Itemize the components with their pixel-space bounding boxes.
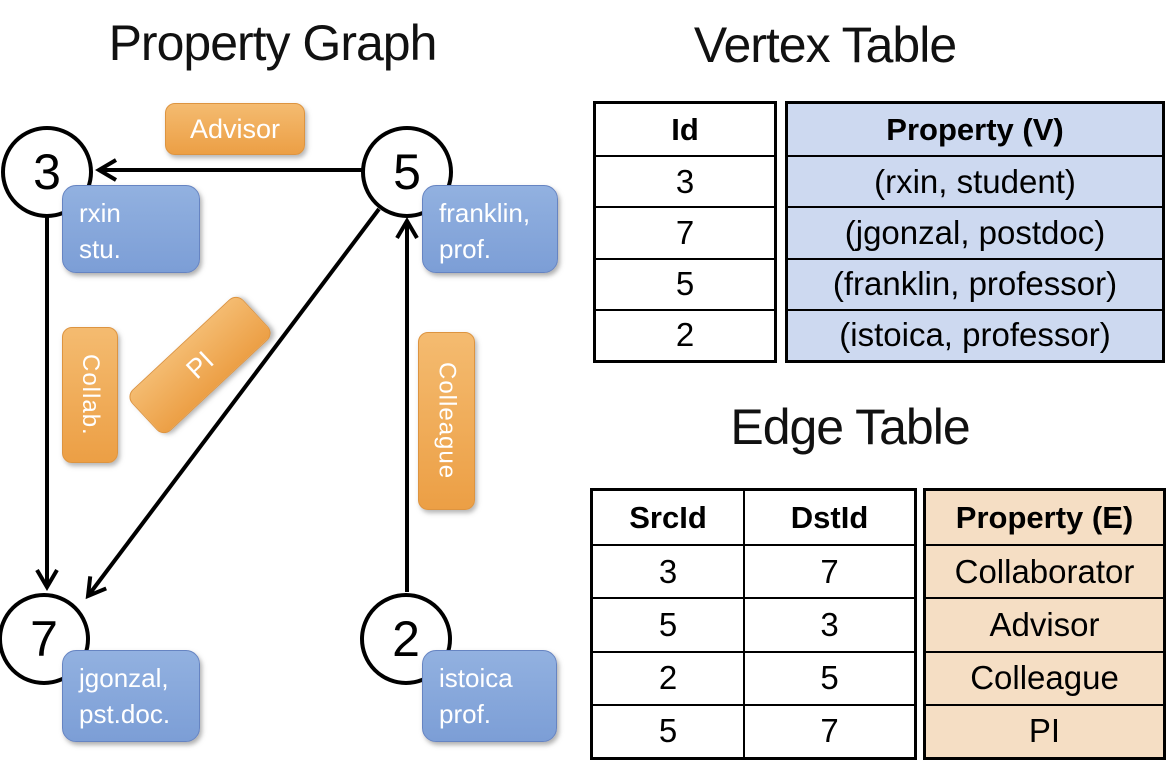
edge-label-text: Advisor [189,113,281,144]
node-id: 5 [393,144,421,200]
vertex-table-cell: 2 [596,308,774,360]
vertex-label-jgonzal: jgonzal, pst.doc. [62,650,200,742]
edge-table-id-columns: SrcId DstId 3 7 5 3 2 5 5 7 [590,488,917,760]
edge-table-header-srcid: SrcId [629,499,707,535]
node-id: 3 [33,144,61,200]
vertex-label-line: istoica [439,663,513,693]
vertex-label-rxin: rxin stu. [62,185,200,273]
graph-node-2: 2 [360,593,452,685]
edge-table-cell: 2 [593,650,743,704]
node-id: 2 [392,611,420,667]
edge-label-collab: Collab. [62,327,118,463]
graph-node-5: 5 [361,126,453,218]
edge-table-title: Edge Table [730,399,970,455]
edge-table-cell: 7 [743,544,914,598]
edge-label-text: Collab. [77,354,104,436]
edge-table-cell: 5 [593,703,743,757]
vertex-label-line: jgonzal, [79,663,169,693]
vertex-label-line: prof. [439,699,492,729]
edge-table-header-dstid: DstId [743,491,914,545]
edge-label-text: PI [180,344,220,385]
vertex-label-line: pst.doc. [79,699,171,729]
vertex-label-franklin: franklin, prof. [422,185,558,273]
edge-table-property-column: Property (E) Collaborator Advisor Collea… [923,488,1166,760]
vertex-label-istoica: istoica prof. [422,650,557,742]
vertex-table-header-id: Id [671,111,699,147]
edge-table-cell: PI [926,703,1163,757]
edge-label-colleague: Colleague [418,332,475,510]
vertex-label-line: franklin, [439,198,531,228]
vertex-table-cell: 7 [596,206,774,257]
vertex-table-cell: (rxin, student) [788,155,1162,206]
edge-table-cell: Collaborator [926,544,1163,597]
edge-table-cell: 5 [743,650,914,704]
edge-table-cell: 7 [743,703,914,757]
vertex-table-cell: (istoica, professor) [788,308,1162,360]
graph-edges-canvas [35,158,419,600]
edge-table-cell: 5 [593,597,743,650]
edge-5-to-7-pi [85,207,381,600]
property-graph-title: Property Graph [108,15,438,71]
vertex-table-cell: (jgonzal, postdoc) [788,206,1162,257]
edge-table-cell: 3 [743,597,914,651]
vertex-label-line: rxin [79,198,121,228]
vertex-table-property-column: Property (V) (rxin, student) (jgonzal, p… [785,101,1165,363]
edge-table-header-property: Property (E) [955,499,1134,535]
edge-table-cell: Colleague [926,650,1163,704]
edge-table-cell: Advisor [926,597,1163,650]
vertex-table-cell: 3 [596,155,774,206]
node-id: 7 [30,611,58,667]
vertex-table-header-property: Property (V) [886,111,1064,147]
edge-label-text: Colleague [433,362,461,480]
edge-table-cell: 3 [593,544,743,597]
vertex-table-id-column: Id 3 7 5 2 [593,101,777,363]
vertex-label-line: stu. [79,234,121,264]
vertex-table-cell: 5 [596,257,774,309]
vertex-table-cell: (franklin, professor) [788,257,1162,309]
edge-label-advisor: Advisor [165,103,305,155]
vertex-table-title: Vertex Table [693,17,957,73]
vertex-label-line: prof. [439,234,492,264]
